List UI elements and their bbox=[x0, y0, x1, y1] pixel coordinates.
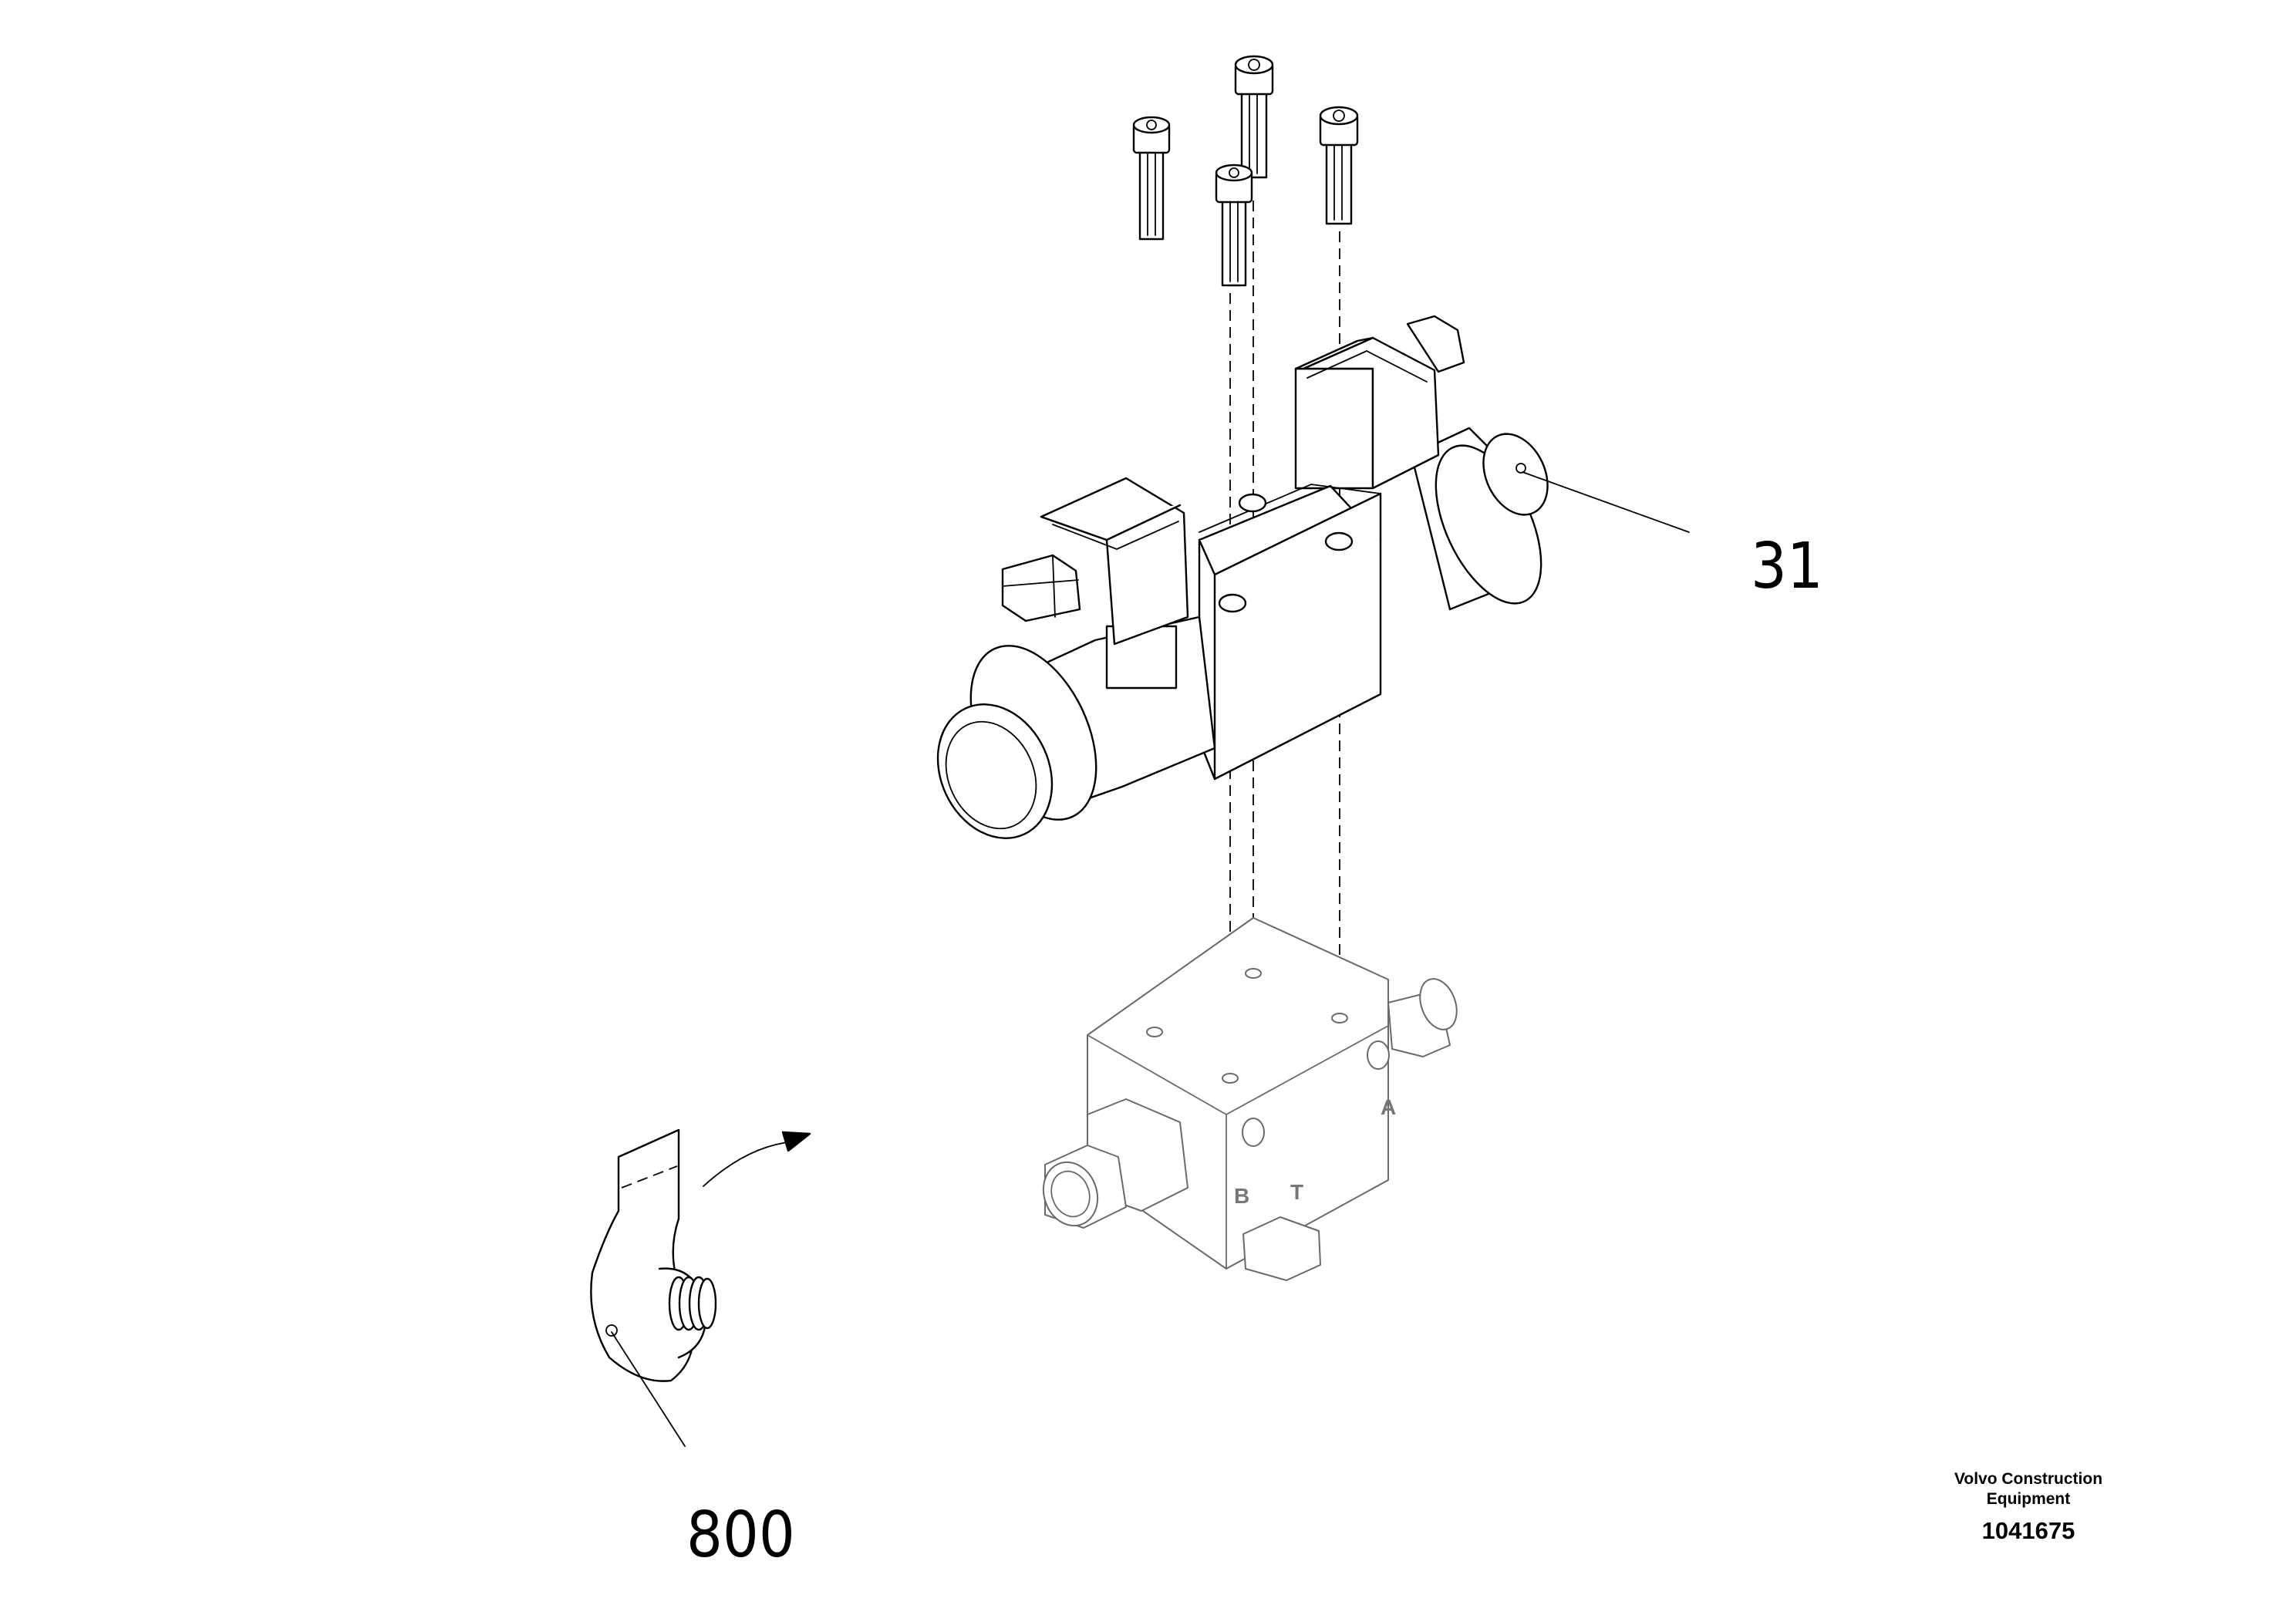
mounting-block: B T A bbox=[1042, 917, 1458, 1281]
cap-screw bbox=[1319, 106, 1359, 225]
drawing-number: 1041675 bbox=[1982, 1517, 2075, 1544]
cap-screw bbox=[1215, 164, 1253, 287]
spring-clip bbox=[590, 1128, 811, 1382]
port-label-t: T bbox=[1290, 1180, 1303, 1204]
brand-line-1: Volvo Construction bbox=[1954, 1470, 2102, 1488]
solenoid-valve bbox=[936, 315, 1549, 839]
leader-line-31 bbox=[1522, 471, 1690, 533]
callout-800: 800 bbox=[686, 1499, 795, 1572]
port-label-b: B bbox=[1234, 1184, 1249, 1208]
port-label-a: A bbox=[1381, 1095, 1396, 1119]
callout-31: 31 bbox=[1751, 530, 1823, 603]
cap-screw bbox=[1132, 116, 1171, 241]
leader-line-800 bbox=[611, 1331, 686, 1447]
cap-screw bbox=[1234, 55, 1274, 179]
brand-line-2: Equipment bbox=[1987, 1490, 2071, 1508]
